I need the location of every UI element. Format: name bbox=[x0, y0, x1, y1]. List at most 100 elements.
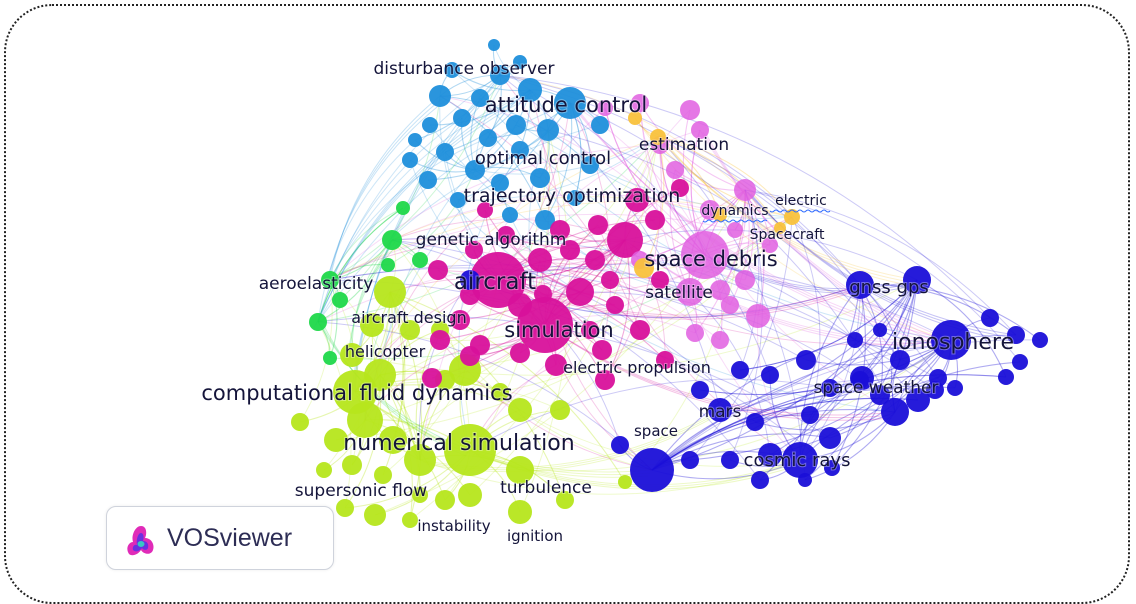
node-l[interactable] bbox=[340, 343, 364, 367]
node-l[interactable] bbox=[458, 483, 482, 507]
label-optimal-control[interactable]: optimal control bbox=[474, 147, 612, 170]
node-c[interactable] bbox=[419, 171, 437, 189]
node-b[interactable] bbox=[611, 436, 629, 454]
node-o[interactable] bbox=[784, 209, 800, 225]
node-b[interactable] bbox=[881, 398, 909, 426]
node-o[interactable] bbox=[713, 208, 727, 222]
node-l[interactable] bbox=[324, 428, 348, 452]
node-b[interactable] bbox=[1007, 326, 1025, 344]
node-l[interactable] bbox=[316, 462, 332, 478]
node-b[interactable] bbox=[903, 266, 931, 294]
node-c[interactable] bbox=[422, 117, 438, 133]
node-c[interactable] bbox=[490, 65, 510, 85]
node-m[interactable] bbox=[460, 285, 480, 305]
label-space[interactable]: space bbox=[633, 421, 679, 441]
node-m[interactable] bbox=[560, 240, 580, 260]
node-c[interactable] bbox=[537, 119, 559, 141]
node-c[interactable] bbox=[444, 62, 460, 78]
node-m[interactable] bbox=[601, 271, 619, 289]
node-m[interactable] bbox=[592, 340, 612, 360]
label-gnss-gps[interactable]: gnss gps bbox=[848, 276, 930, 299]
node-b[interactable] bbox=[796, 350, 816, 370]
node-b[interactable] bbox=[873, 323, 887, 337]
node-m[interactable] bbox=[517, 297, 573, 353]
node-c[interactable] bbox=[518, 78, 542, 102]
node-m[interactable] bbox=[585, 250, 605, 270]
node-l[interactable] bbox=[342, 455, 362, 475]
node-b[interactable] bbox=[931, 320, 971, 360]
node-o[interactable] bbox=[634, 258, 654, 278]
node-b[interactable] bbox=[751, 471, 769, 489]
label-estimation[interactable]: estimation bbox=[638, 134, 730, 156]
node-m[interactable] bbox=[422, 368, 442, 388]
node-m[interactable] bbox=[606, 296, 624, 314]
node-m[interactable] bbox=[656, 351, 674, 369]
node-b[interactable] bbox=[782, 442, 818, 478]
node-c[interactable] bbox=[581, 156, 599, 174]
node-l[interactable] bbox=[506, 456, 534, 484]
node-g[interactable] bbox=[396, 201, 410, 215]
node-l[interactable] bbox=[360, 313, 384, 337]
label-genetic-algorithm[interactable]: genetic algorithm bbox=[415, 229, 568, 251]
node-l[interactable] bbox=[556, 491, 574, 509]
node-l[interactable] bbox=[379, 426, 407, 454]
node-b[interactable] bbox=[821, 379, 839, 397]
node-m[interactable] bbox=[528, 248, 552, 272]
node-b[interactable] bbox=[746, 413, 764, 431]
node-o[interactable] bbox=[650, 129, 666, 145]
node-p[interactable] bbox=[666, 161, 684, 179]
node-m[interactable] bbox=[430, 330, 450, 350]
node-b[interactable] bbox=[1032, 332, 1048, 348]
node-p[interactable] bbox=[710, 280, 730, 300]
node-b[interactable] bbox=[947, 380, 963, 396]
node-l[interactable] bbox=[404, 444, 436, 476]
label-dynamics[interactable]: dynamics bbox=[700, 202, 769, 220]
node-c[interactable] bbox=[491, 174, 509, 192]
node-l[interactable] bbox=[444, 424, 496, 476]
node-b[interactable] bbox=[890, 350, 910, 370]
node-m[interactable] bbox=[645, 210, 665, 230]
node-b[interactable] bbox=[847, 332, 863, 348]
node-m[interactable] bbox=[460, 346, 480, 366]
node-m[interactable] bbox=[470, 252, 526, 308]
node-l[interactable] bbox=[402, 512, 418, 528]
node-m[interactable] bbox=[450, 310, 470, 330]
node-m[interactable] bbox=[534, 285, 552, 303]
label-numerical-simulation[interactable]: numerical simulation bbox=[342, 430, 575, 457]
label-ionosphere[interactable]: ionosphere bbox=[891, 329, 1015, 356]
node-c[interactable] bbox=[591, 116, 609, 134]
label-space-weather[interactable]: space weather bbox=[813, 377, 940, 399]
node-l[interactable] bbox=[336, 499, 354, 517]
node-m[interactable] bbox=[550, 220, 570, 240]
node-m[interactable] bbox=[428, 260, 448, 280]
node-l[interactable] bbox=[347, 402, 383, 438]
label-cosmic-rays[interactable]: cosmic rays bbox=[743, 449, 852, 472]
node-b[interactable] bbox=[798, 473, 812, 487]
node-m[interactable] bbox=[671, 179, 689, 197]
label-spacecraft[interactable]: Spacecraft bbox=[749, 226, 826, 244]
node-m[interactable] bbox=[465, 241, 483, 259]
label-aeroelasticity[interactable]: aeroelasticity bbox=[258, 273, 375, 295]
node-p[interactable] bbox=[711, 331, 729, 349]
node-b[interactable] bbox=[708, 398, 732, 422]
label-ignition[interactable]: ignition bbox=[506, 526, 564, 546]
node-l[interactable] bbox=[374, 276, 406, 308]
node-b[interactable] bbox=[926, 381, 944, 399]
label-electric-propulsion[interactable]: electric propulsion bbox=[562, 357, 712, 378]
node-p[interactable] bbox=[735, 270, 755, 290]
node-p[interactable] bbox=[686, 324, 704, 342]
node-g[interactable] bbox=[309, 313, 327, 331]
node-m[interactable] bbox=[651, 271, 669, 289]
node-p[interactable] bbox=[681, 231, 729, 279]
node-p[interactable] bbox=[746, 304, 770, 328]
node-p[interactable] bbox=[762, 237, 778, 253]
node-b[interactable] bbox=[870, 385, 890, 405]
node-m[interactable] bbox=[630, 320, 650, 340]
node-c[interactable] bbox=[471, 89, 489, 107]
node-b[interactable] bbox=[731, 361, 749, 379]
node-l[interactable] bbox=[435, 490, 455, 510]
label-trajectory-optimization[interactable]: trajectory optimization bbox=[463, 184, 682, 208]
node-c[interactable] bbox=[450, 192, 466, 208]
node-b[interactable] bbox=[906, 388, 930, 412]
